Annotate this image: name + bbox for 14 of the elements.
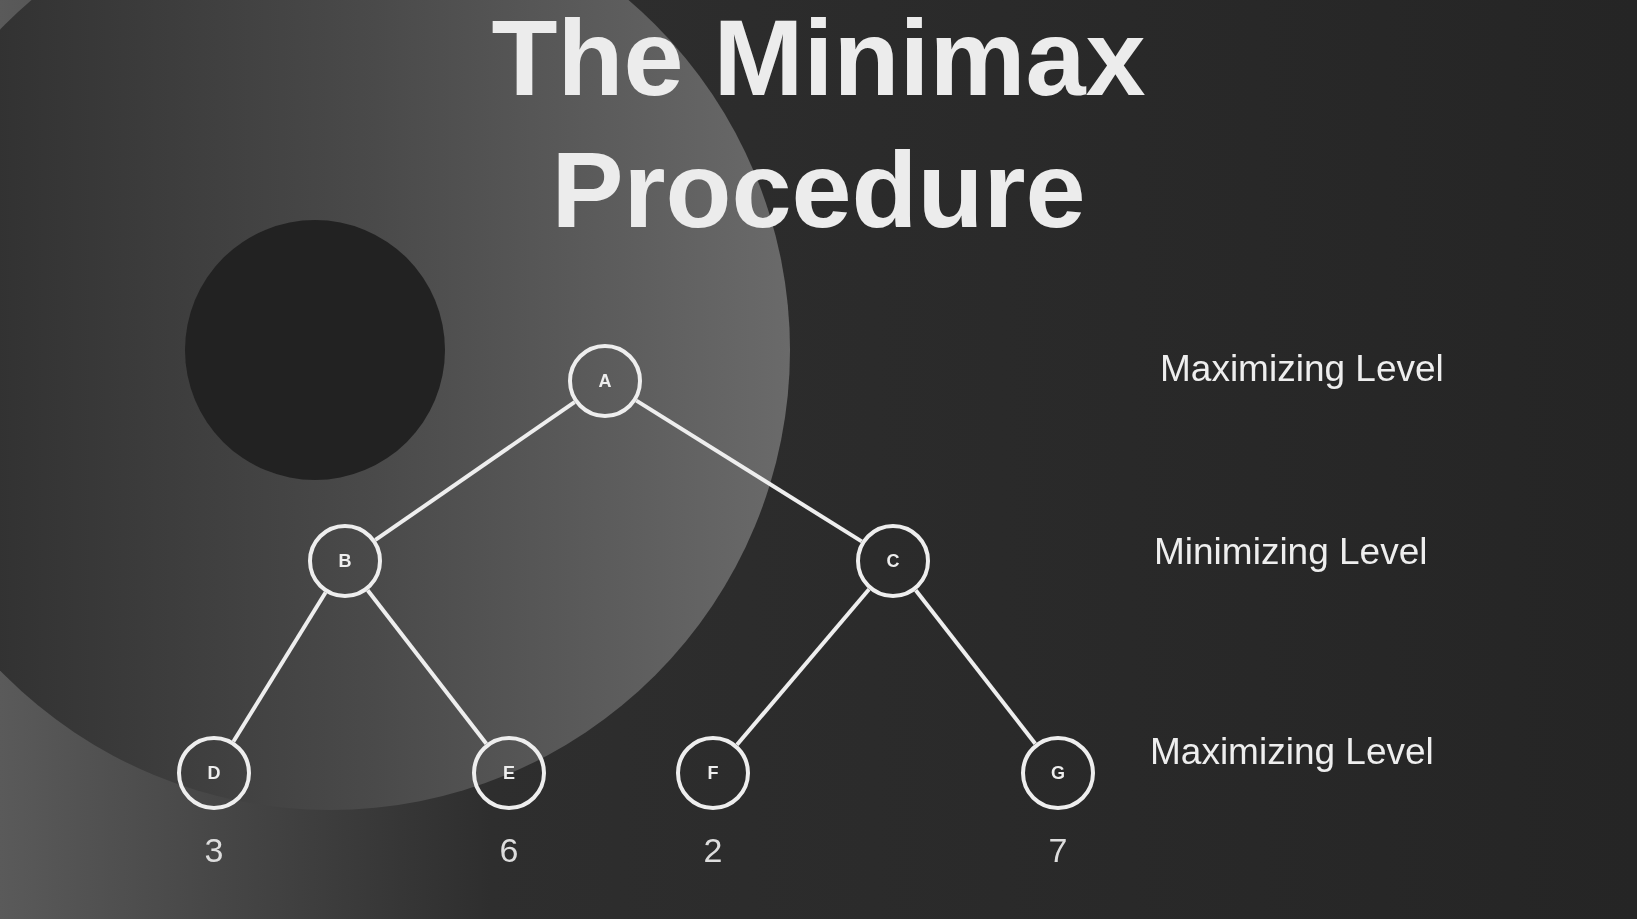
tree-edge: [374, 400, 576, 542]
tree-edge: [914, 588, 1037, 746]
level-label: Maximizing Level: [1160, 347, 1444, 391]
title: The Minimax Procedure: [490, 0, 1147, 252]
leaf-value: 6: [498, 830, 520, 870]
tree-edge: [366, 589, 488, 745]
leaf-value: 7: [1047, 830, 1069, 870]
leaf-value: 3: [203, 830, 225, 870]
level-label: Minimizing Level: [1154, 530, 1428, 574]
tree-edge: [635, 398, 863, 544]
tree-edge: [735, 587, 871, 747]
leaf-value: 2: [702, 830, 724, 870]
tree-edge: [231, 591, 328, 743]
level-label: Maximizing Level: [1150, 730, 1434, 774]
